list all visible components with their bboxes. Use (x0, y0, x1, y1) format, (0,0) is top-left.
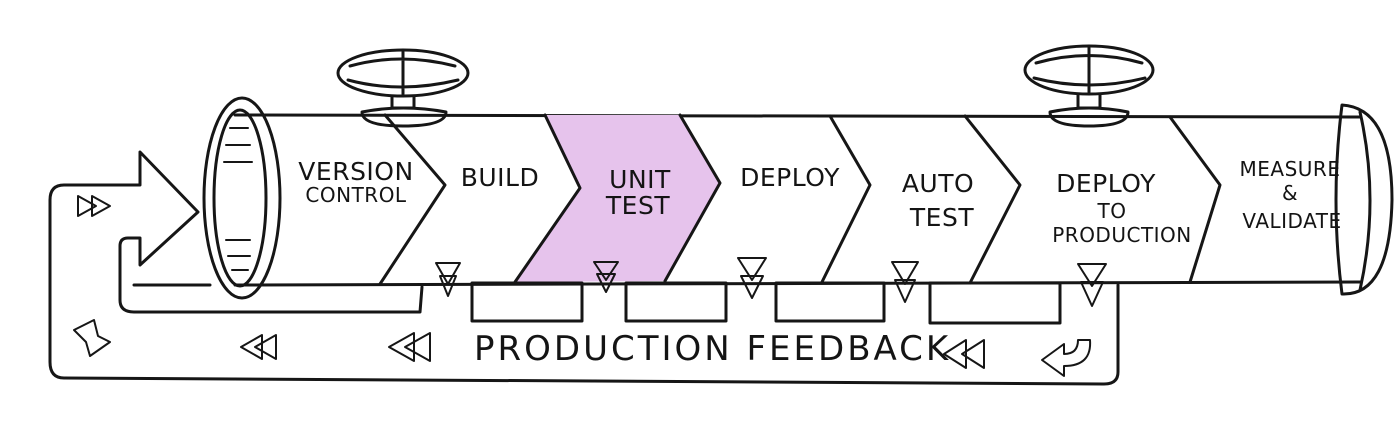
u-turn-arrow-icon (1041, 339, 1092, 377)
stage-label: & (1282, 181, 1298, 205)
feedback-box (470, 281, 584, 323)
stage-auto-test: AUTO TEST (902, 169, 974, 232)
stage-measure-validate: MEASURE & VALIDATE (1240, 157, 1342, 233)
stage-label: DEPLOY (1056, 169, 1156, 198)
valve-wheel-icon (336, 48, 470, 128)
stage-dividers (378, 113, 1222, 286)
stage-label: TEST (909, 203, 974, 232)
stage-label: CONTROL (305, 183, 407, 207)
feedback-pipe (48, 150, 1120, 386)
stage-version-control: VERSION CONTROL (298, 157, 413, 207)
u-turn-arrow-icon (73, 319, 111, 357)
stage-label: BUILD (461, 163, 540, 192)
stage-label: UNIT (609, 165, 671, 194)
arrow-down-icon (1077, 263, 1107, 307)
feedback-boxes (470, 281, 1062, 325)
arrow-down-icon (593, 261, 619, 293)
forward-arrow-icon (77, 195, 111, 217)
stage-unit-test: UNIT TEST (605, 165, 671, 220)
feedback-box (928, 281, 1062, 325)
stage-label: DEPLOY (740, 163, 840, 192)
arrow-down-icon (435, 262, 461, 297)
stage-label: VALIDATE (1242, 209, 1341, 233)
feedback-label: PRODUCTION FEEDBACK (474, 329, 951, 369)
stage-label: PRODUCTION (1052, 223, 1192, 247)
stage-deploy-to-production: DEPLOY TO PRODUCTION (1052, 169, 1192, 247)
arrow-down-icon (891, 261, 919, 303)
feedback-box (624, 281, 728, 323)
stage-label: TO (1097, 199, 1127, 223)
stage-label: MEASURE (1240, 157, 1341, 181)
stage-deploy: DEPLOY (740, 163, 840, 192)
stage-label: TEST (605, 191, 670, 220)
pipe-end-cap (1334, 103, 1394, 296)
valve-wheel-icon (1023, 44, 1155, 128)
stage-build: BUILD (461, 163, 540, 192)
feedback-box (774, 281, 886, 323)
pipe-inlet (202, 96, 282, 300)
stage-label: AUTO (902, 169, 974, 198)
rewind-arrow-icon (388, 332, 431, 362)
rewind-arrow-icon (240, 334, 277, 360)
arrow-down-icon (737, 257, 767, 299)
rewind-arrow-icon (943, 339, 985, 369)
stage-label: VERSION (298, 157, 413, 186)
